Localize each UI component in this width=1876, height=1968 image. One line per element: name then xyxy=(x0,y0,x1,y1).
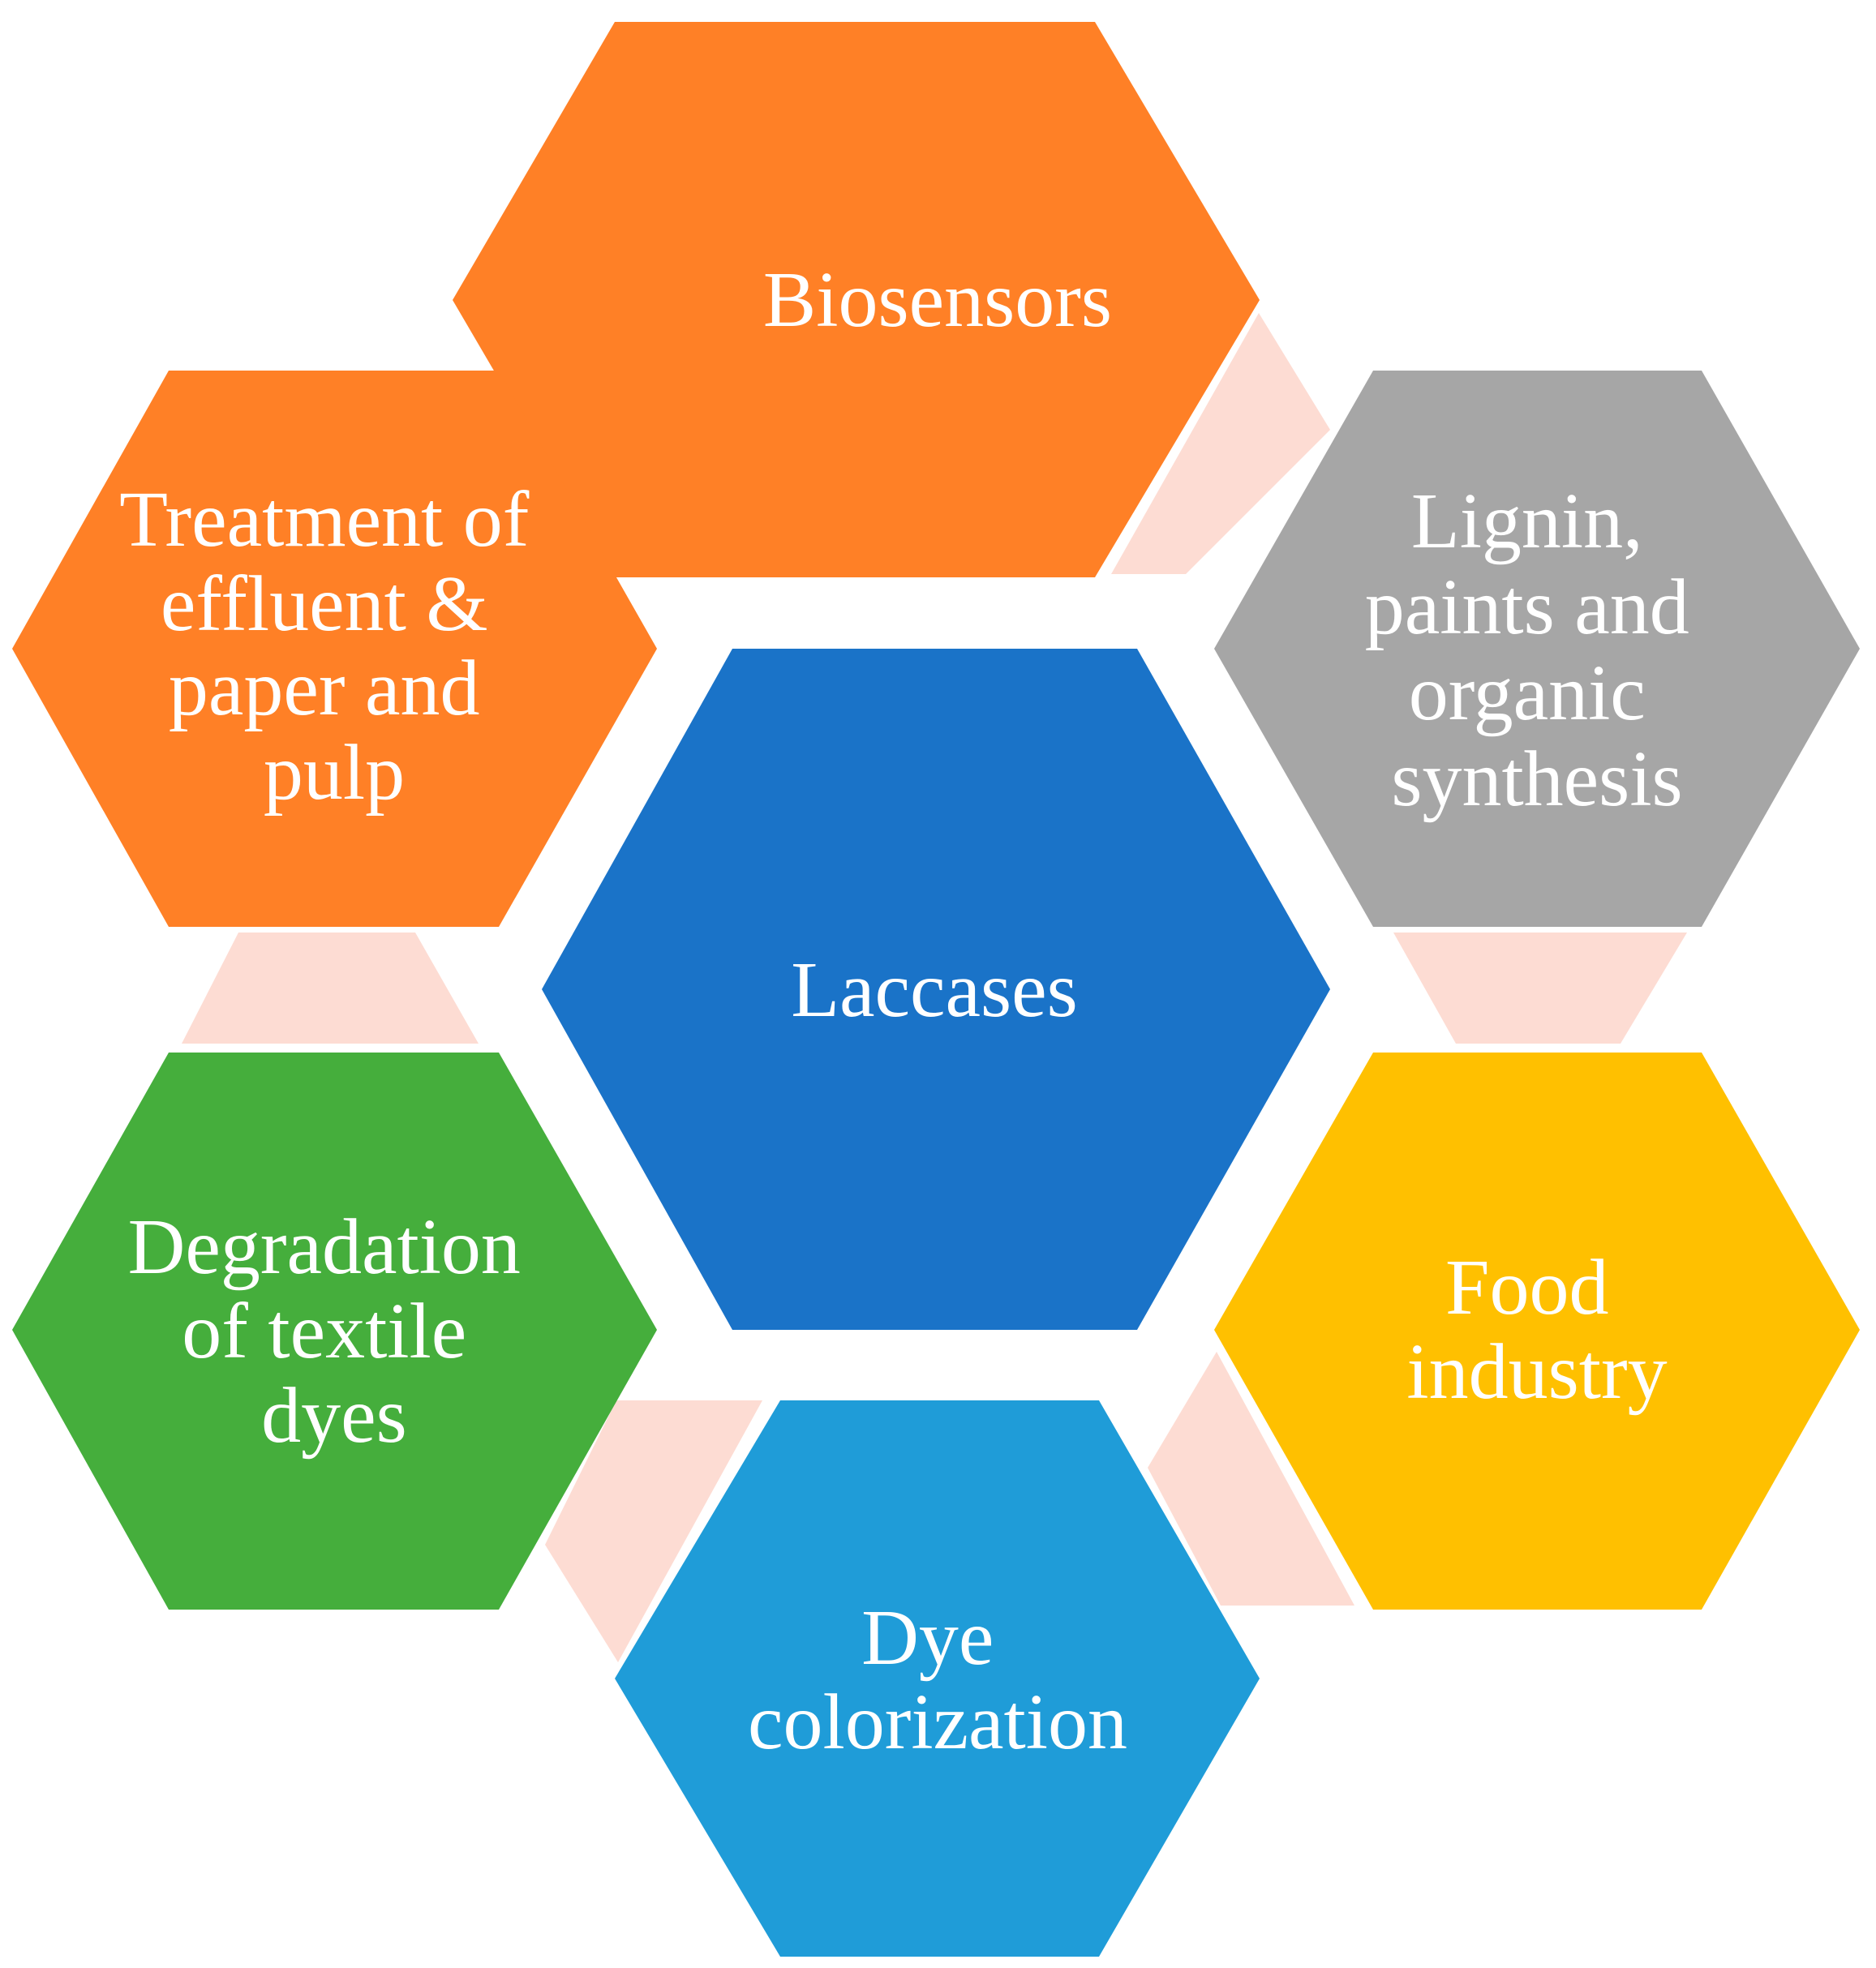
hexagon-shape xyxy=(12,371,657,927)
hex-biosensors: Biosensors xyxy=(453,22,1260,577)
hex-label-textile: Degradation of textile dyes xyxy=(128,1203,541,1460)
hex-dye-colorization: Dye colorization xyxy=(615,1400,1260,1957)
hexagon-shape xyxy=(1214,371,1860,927)
hex-label-food: Food industry xyxy=(1406,1244,1667,1416)
hex-food: Food industry xyxy=(1214,1053,1860,1610)
connector-group xyxy=(182,313,1687,1662)
connector-lignin-food xyxy=(1393,933,1687,1044)
hex-center-laccases: Laccases xyxy=(542,649,1330,1330)
hex-label-biosensors: Biosensors xyxy=(763,256,1112,344)
hex-effluent: Treatment of effluent & paper and pulp xyxy=(12,371,657,927)
hex-textile: Degradation of textile dyes xyxy=(12,1053,657,1610)
hexagon-shape xyxy=(542,649,1330,1330)
hex-label-lignin: Lignin, paints and organic synthesis xyxy=(1365,478,1710,823)
hex-label-laccases: Laccases xyxy=(791,946,1078,1034)
connector-food-dye xyxy=(1148,1352,1354,1606)
connector-dye-textile xyxy=(545,1400,762,1662)
hexagon-shape xyxy=(12,1053,657,1610)
connector-biosensors-lignin xyxy=(1111,313,1330,574)
hexagon-shape xyxy=(615,1400,1260,1957)
hex-label-effluent: Treatment of effluent & paper and pulp xyxy=(119,476,549,817)
hex-label-dye-colorization: Dye colorization xyxy=(748,1594,1127,1766)
hexagon-shape xyxy=(453,22,1260,577)
connector-textile-effluent xyxy=(182,933,479,1044)
hexagon-shape xyxy=(1214,1053,1860,1610)
hex-lignin: Lignin, paints and organic synthesis xyxy=(1214,371,1860,927)
